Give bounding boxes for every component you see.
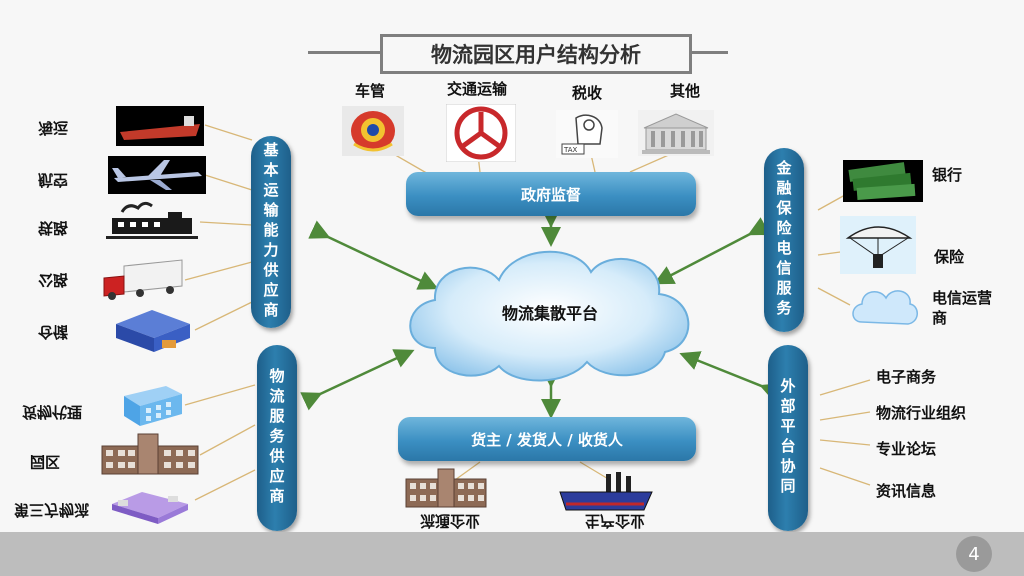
right-item-bank: 银行 xyxy=(932,166,963,184)
distribution-enterprise-label: 流通企业 xyxy=(420,512,481,530)
title-line-left xyxy=(308,51,382,54)
gov-label-vehicle: 车管 xyxy=(355,82,386,100)
factory-icon xyxy=(559,472,653,511)
page-title: 物流园区用户结构分析 xyxy=(380,34,692,74)
parachute-icon xyxy=(840,216,916,274)
gov-supervision-box: 政府监督 xyxy=(406,172,696,216)
transport-supplier-pill: 基本运输能力供应商 xyxy=(251,136,291,328)
distribution-building-icon xyxy=(405,468,487,508)
footer-bar xyxy=(0,532,1024,576)
truck-icon xyxy=(103,259,183,300)
cloud-shape xyxy=(409,250,690,382)
right-item-industry-org: 物流行业组织 xyxy=(876,404,967,422)
money-stack-icon xyxy=(843,160,923,202)
left-item-3pl: 第三方物流 xyxy=(14,501,90,519)
finance-telecom-pill: 金融保险电信服务 xyxy=(764,148,804,332)
right-item-insurance: 保险 xyxy=(934,248,965,266)
title-line-right xyxy=(690,51,728,54)
left-item-air: 航空 xyxy=(38,171,69,189)
left-item-storage: 仓储 xyxy=(38,323,69,341)
third-party-logistics-icon xyxy=(112,492,188,524)
gov-label-tax: 税收 xyxy=(572,84,603,102)
right-item-telecom: 电信运营商 xyxy=(932,289,993,327)
ship-icon xyxy=(116,106,204,146)
gov-label-other: 其他 xyxy=(670,82,701,100)
office-building-icon xyxy=(124,386,182,426)
train-icon xyxy=(106,201,198,239)
government-building-icon xyxy=(638,110,714,156)
right-item-news: 资讯信息 xyxy=(876,482,937,500)
left-item-rail: 铁路 xyxy=(38,219,69,237)
gov-label-transport: 交通运输 xyxy=(447,80,508,98)
external-platform-pill: 外部平台协同 xyxy=(768,345,808,531)
left-item-sea: 海运 xyxy=(38,119,69,137)
svg-text:TAX: TAX xyxy=(563,146,578,154)
left-item-freight-forwarder: 货物代理 xyxy=(22,403,83,421)
park-building-icon xyxy=(101,433,199,475)
right-item-ecommerce: 电子商务 xyxy=(876,368,937,386)
airplane-icon xyxy=(108,156,206,194)
page-number: 4 xyxy=(956,536,992,572)
center-platform-label: 物流集散平台 xyxy=(501,304,598,323)
left-item-road: 公路 xyxy=(38,271,69,289)
left-item-park: 园区 xyxy=(30,453,61,471)
police-badge-icon xyxy=(342,106,404,156)
warehouse-icon xyxy=(116,310,190,352)
right-item-forum: 专业论坛 xyxy=(876,440,937,458)
logistics-service-supplier-pill: 物流服务供应商 xyxy=(257,345,297,531)
cargo-owner-box: 货主 / 发货人 / 收货人 xyxy=(398,417,696,461)
production-enterprise-label: 生产企业 xyxy=(585,512,646,530)
cloud-small-icon xyxy=(852,290,918,325)
tax-document-icon: TAX xyxy=(556,110,618,158)
transport-logo-icon xyxy=(446,104,516,162)
